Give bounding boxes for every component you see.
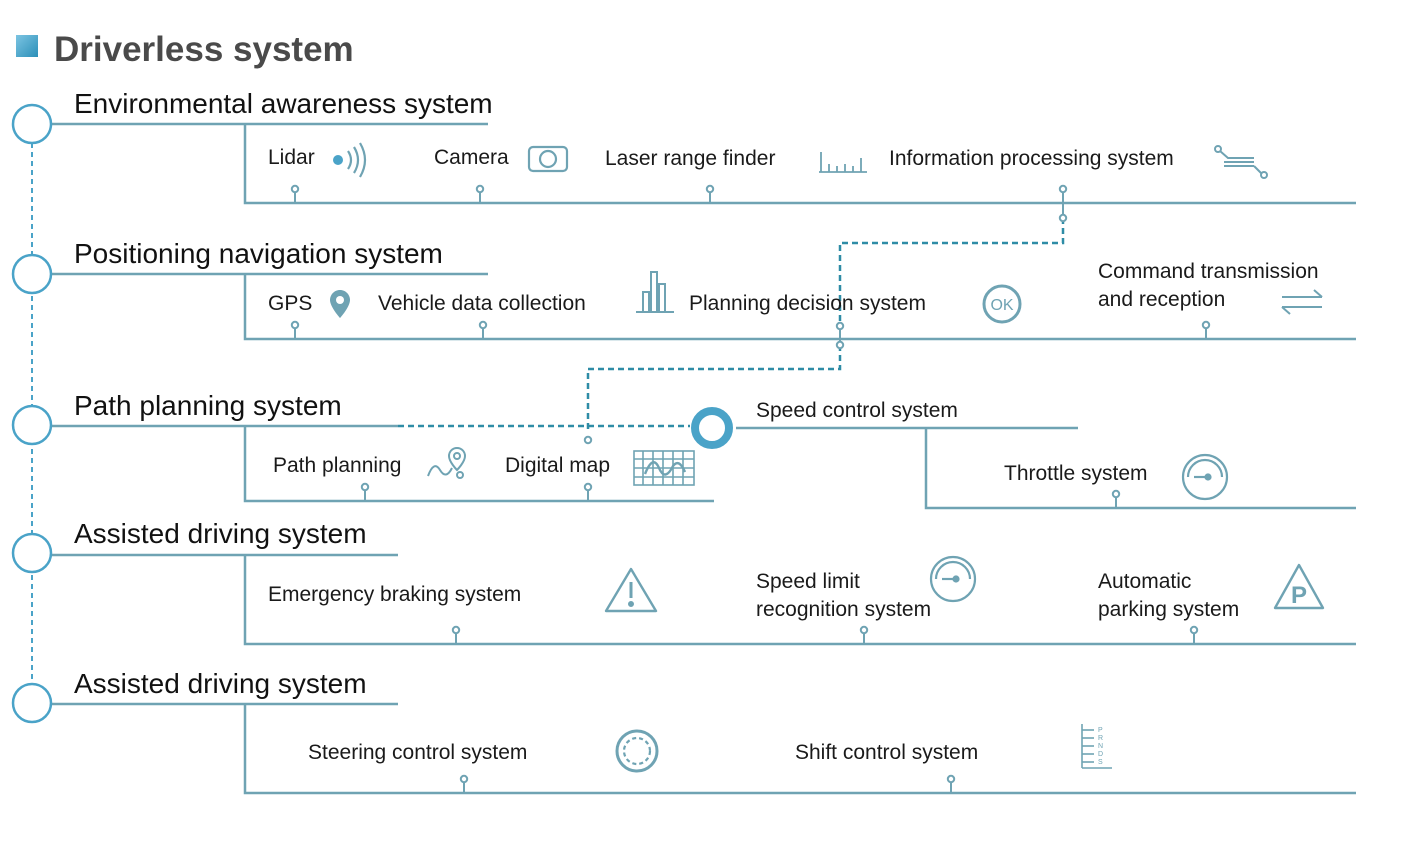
shift-letter: D [1098,751,1103,758]
item-camera-label: Camera [434,146,509,169]
warning-icon [603,566,659,614]
item-lidar-label: Lidar [268,146,315,169]
section-heading-assisted-driving: Assisted driving system [74,518,367,549]
section-heading-positioning: Positioning navigation system [74,238,443,269]
ok-icon: OK [981,283,1023,325]
route-icon [426,446,468,480]
item-information-processing-label: Information processing system [889,147,1174,170]
item-planning-decision-label: Planning decision system [689,292,926,315]
item-shift-control-label: Shift control system [795,741,979,764]
processing-icon [1212,144,1268,180]
item-digital-map-label: Digital map [505,454,611,477]
map-grid-icon [633,450,695,486]
shift-letter: N [1098,743,1103,750]
bar-chart-icon [635,270,675,314]
item-vehicle-data-collection-label: Vehicle data collection [378,292,586,315]
section-heading-environmental: Environmental awareness system [74,88,493,119]
item-gps-label: GPS [268,292,313,315]
gauge-icon [1180,452,1230,502]
automatic-parking-line-1: Automatic [1098,570,1192,593]
svg-text:OK: OK [990,297,1013,314]
item-throttle-label: Throttle system [1004,462,1148,485]
command-transmission-line-2: and reception [1098,288,1226,311]
exchange-arrows-icon [1278,288,1326,316]
svg-text:P: P [1291,582,1307,609]
item-speed-limit-label: Speed limit recognition system [756,568,931,624]
title-square-icon [16,35,38,57]
speedometer-icon [928,554,978,604]
parking-icon: P [1272,562,1326,612]
ring-node-icon [688,404,736,452]
steering-wheel-icon [614,728,660,774]
section-heading-path-planning: Path planning system [74,390,342,421]
item-path-planning-label: Path planning [273,454,402,477]
item-emergency-braking-label: Emergency braking system [268,583,522,606]
camera-icon [527,145,569,173]
item-steering-control-label: Steering control system [308,741,528,764]
page-title: Driverless system [54,30,354,69]
range-finder-icon [817,148,869,174]
item-command-transmission-label: Command transmission and reception [1098,258,1319,314]
speed-limit-line-1: Speed limit [756,570,860,593]
automatic-parking-line-2: parking system [1098,598,1240,621]
speed-limit-line-2: recognition system [756,598,932,621]
command-transmission-line-1: Command transmission [1098,260,1319,283]
shift-letter: S [1098,759,1103,766]
item-speed-control-label: Speed control system [756,399,958,422]
location-pin-icon [329,289,351,319]
section-heading-assisted-driving-2: Assisted driving system [74,668,367,699]
item-laser-range-finder-label: Laser range finder [605,147,776,170]
shift-letter: P [1098,727,1103,734]
item-automatic-parking-label: Automatic parking system [1098,568,1239,624]
lidar-icon [328,140,368,180]
shift-letter: R [1098,735,1103,742]
